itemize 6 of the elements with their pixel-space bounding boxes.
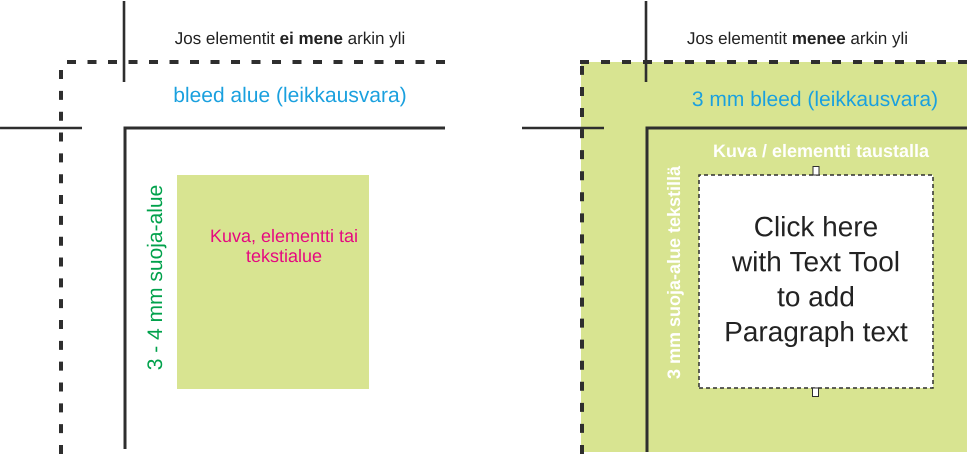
zone-label: 3 mm bleed (leikkausvara) (692, 90, 937, 110)
panel-heading: Jos elementit ei mene arkin yli (175, 32, 404, 48)
panel-heading: Jos elementit menee arkin yli (687, 32, 907, 48)
element-box: Kuva, elementti tai tekstialue (177, 175, 369, 389)
text-frame: Click here with Text Tool to add Paragraph text (698, 174, 934, 389)
zone-label: bleed alue (leikkausvara) (174, 86, 406, 106)
